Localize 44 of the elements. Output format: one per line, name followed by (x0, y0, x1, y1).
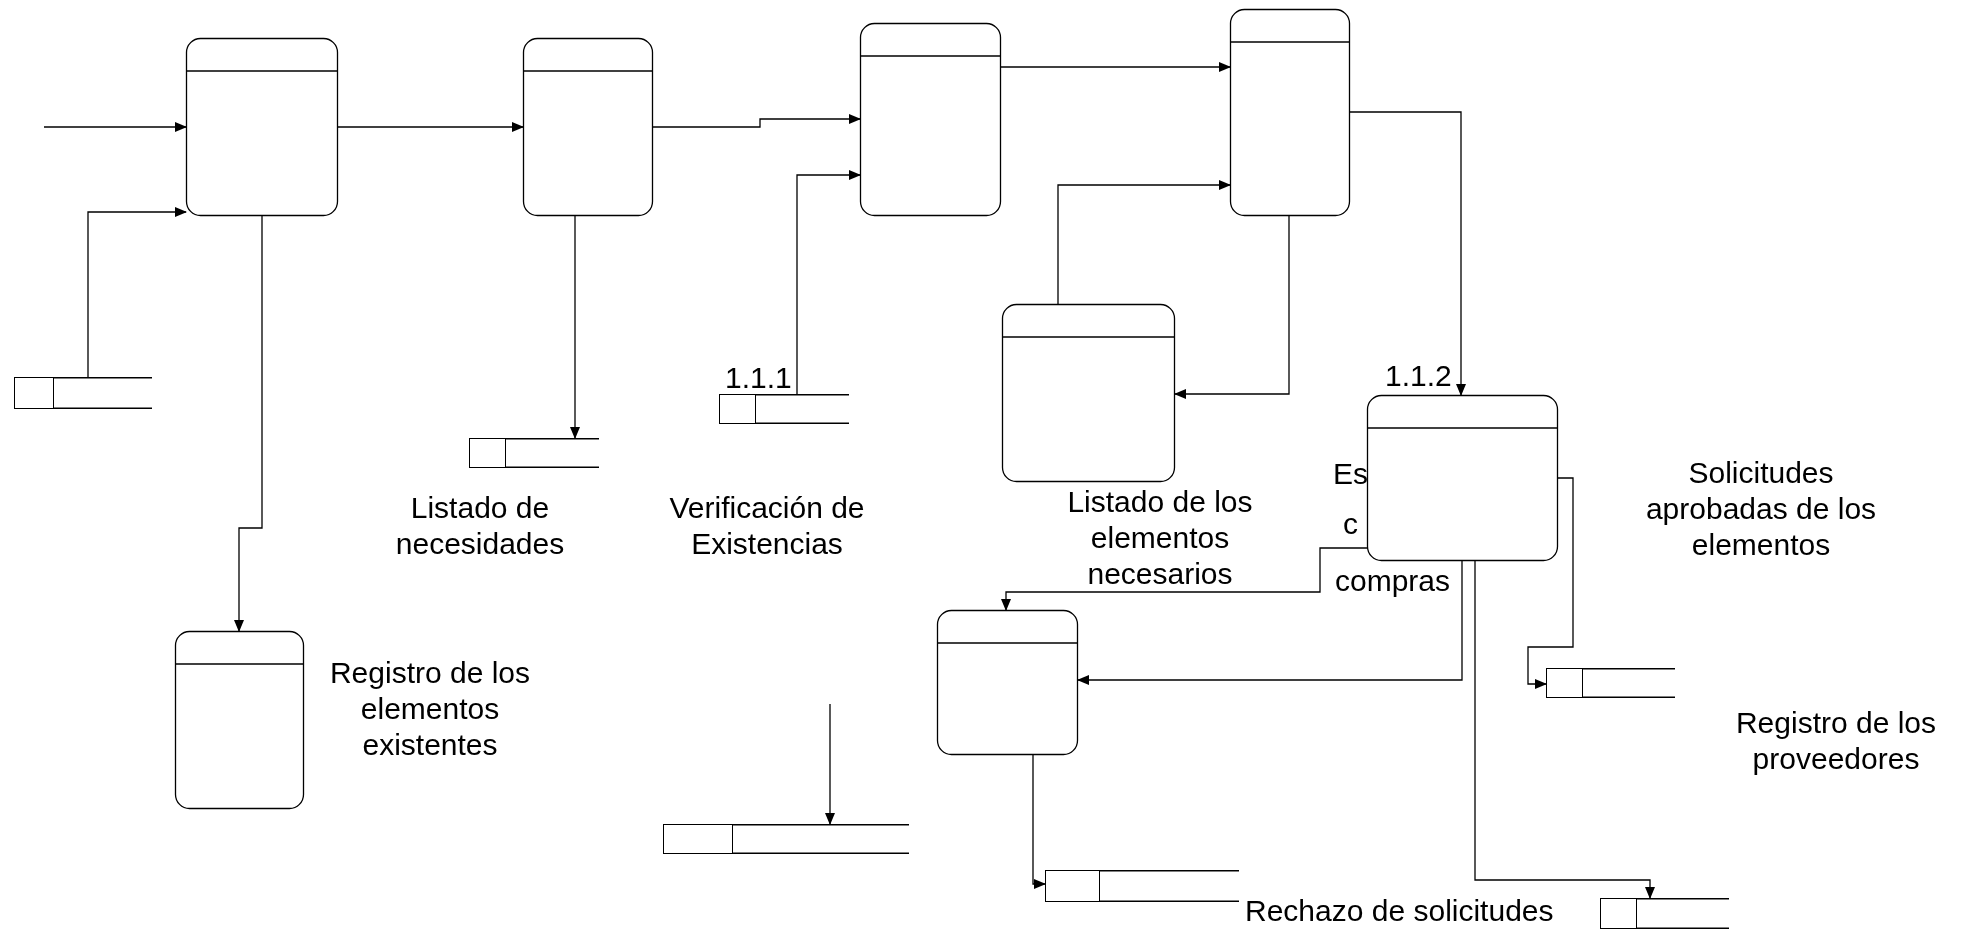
process-box (523, 38, 653, 216)
arrow (337, 122, 524, 132)
process-box (175, 631, 304, 809)
process-box (1367, 395, 1558, 561)
process-box (860, 23, 1001, 216)
data-store (1546, 668, 1675, 698)
flow-label: compras (1335, 563, 1451, 599)
arrow (796, 170, 861, 395)
arrow (1032, 754, 1046, 889)
arrow (652, 114, 861, 128)
flow-label: Verificación de Existencias (668, 490, 866, 562)
arrow (825, 703, 835, 825)
arrow (1474, 560, 1655, 899)
flow-label: Listado de necesidades (394, 490, 566, 562)
process-box (1002, 304, 1175, 482)
arrow (1349, 111, 1466, 396)
arrow (1527, 477, 1574, 689)
arrow (1057, 180, 1231, 305)
arrow (1174, 215, 1290, 399)
data-store (1600, 898, 1729, 929)
data-store (1045, 870, 1239, 902)
arrow (43, 122, 187, 132)
flow-label: c (1343, 506, 1358, 542)
process-number: 1.1.2 (1385, 358, 1452, 394)
flow-label: Registro de los elementos existentes (328, 655, 532, 763)
data-store (14, 377, 152, 409)
flow-label: Listado de los elementos necesarios (1066, 484, 1254, 592)
flow-label: Es (1333, 456, 1368, 492)
process-number: 1.1.1 (725, 360, 792, 396)
data-store (469, 438, 599, 468)
process-box (1230, 9, 1350, 216)
arrow (1001, 547, 1368, 611)
process-box (186, 38, 338, 216)
flow-label: Solicitudes aprobadas de los elementos (1644, 455, 1878, 563)
arrow (234, 215, 263, 632)
flow-label: Registro de los proveedores (1734, 705, 1938, 777)
arrow (87, 207, 187, 378)
data-store (663, 824, 909, 854)
process-box (937, 610, 1078, 755)
data-store (719, 394, 849, 424)
arrow (1077, 560, 1463, 685)
arrow (570, 215, 580, 439)
arrow (1000, 62, 1231, 72)
flow-label: Rechazo de solicitudes (1245, 893, 1554, 929)
